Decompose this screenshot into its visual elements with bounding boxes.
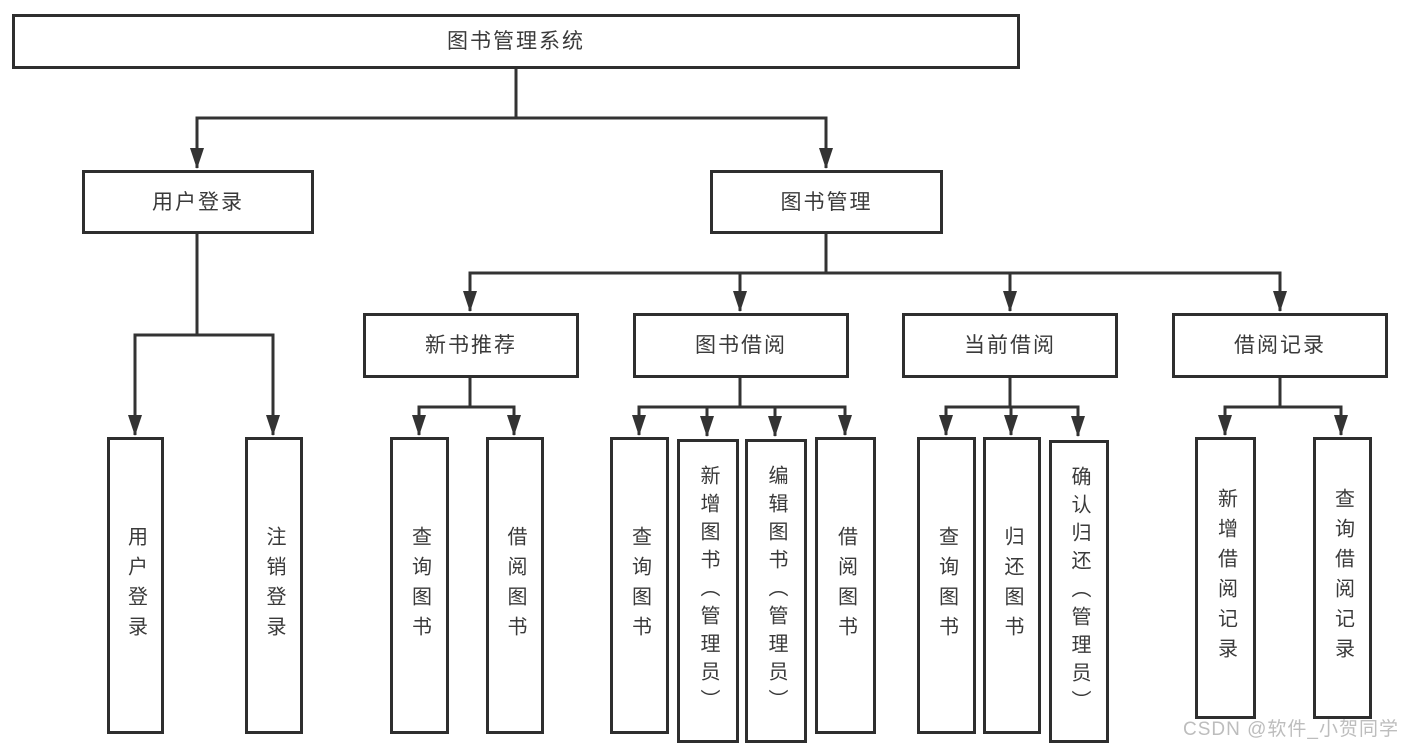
leaf-cb-confirm-return-admin-label: 确认归还（管理员） [1068, 465, 1090, 718]
leaf-cb-return-book: 归还图书 [983, 437, 1041, 734]
leaf-bb-borrow-book-label: 借阅图书 [834, 525, 857, 646]
node-book-management: 图书管理 [710, 170, 943, 234]
leaf-br-query-record-label: 查询借阅记录 [1331, 488, 1354, 668]
leaf-bb-add-book-admin-label: 新增图书（管理员） [697, 465, 719, 717]
node-new-book-recommend: 新书推荐 [363, 313, 579, 378]
leaf-bb-add-book-admin: 新增图书（管理员） [677, 439, 739, 743]
node-book-borrow-label: 图书借阅 [695, 334, 787, 357]
leaf-user-login: 用户登录 [107, 437, 164, 734]
leaf-nb-borrow-book: 借阅图书 [486, 437, 544, 734]
csdn-watermark: CSDN @软件_小贺同学 [1183, 719, 1399, 740]
leaf-br-add-record-label: 新增借阅记录 [1214, 488, 1237, 668]
node-user-login: 用户登录 [82, 170, 314, 234]
leaf-cb-confirm-return-admin: 确认归还（管理员） [1049, 440, 1109, 743]
node-borrow-records: 借阅记录 [1172, 313, 1388, 378]
leaf-nb-query-book-label: 查询图书 [408, 525, 431, 646]
leaf-logout-login-label: 注销登录 [263, 525, 285, 646]
node-root-label: 图书管理系统 [447, 30, 585, 53]
leaf-nb-query-book: 查询图书 [390, 437, 449, 734]
node-borrow-records-label: 借阅记录 [1234, 334, 1326, 357]
node-book-borrow: 图书借阅 [633, 313, 849, 378]
leaf-user-login-label: 用户登录 [124, 525, 147, 646]
node-user-login-label: 用户登录 [152, 190, 244, 214]
leaf-cb-query-book-label: 查询图书 [935, 525, 958, 646]
leaf-bb-query-book-label: 查询图书 [628, 525, 651, 646]
leaf-cb-return-book-label: 归还图书 [1001, 525, 1023, 646]
leaf-bb-edit-book-admin: 编辑图书（管理员） [745, 439, 807, 743]
leaf-bb-edit-book-admin-label: 编辑图书（管理员） [765, 465, 787, 717]
leaf-cb-query-book: 查询图书 [917, 437, 976, 734]
node-book-management-label: 图书管理 [780, 190, 873, 214]
leaf-br-query-record: 查询借阅记录 [1313, 437, 1372, 719]
leaf-logout-login: 注销登录 [245, 437, 303, 734]
leaf-br-add-record: 新增借阅记录 [1195, 437, 1256, 719]
leaf-nb-borrow-book-label: 借阅图书 [504, 525, 526, 646]
node-current-borrow-label: 当前借阅 [964, 334, 1056, 357]
node-current-borrow: 当前借阅 [902, 313, 1118, 378]
leaf-bb-borrow-book: 借阅图书 [815, 437, 876, 734]
leaf-bb-query-book: 查询图书 [610, 437, 669, 734]
node-new-book-recommend-label: 新书推荐 [425, 334, 517, 357]
node-root: 图书管理系统 [12, 14, 1020, 69]
